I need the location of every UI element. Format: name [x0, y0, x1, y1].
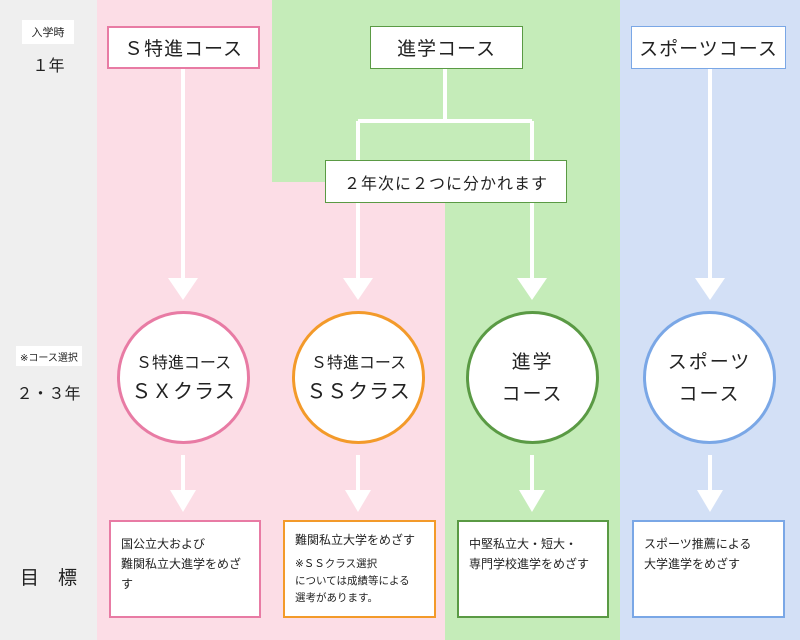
year1-label: １年 [32, 56, 65, 75]
course-select-label: ※コース選択 [20, 352, 78, 364]
label-column-bg [0, 0, 97, 640]
ss-goal-note: ※ＳＳクラス選択 については成績等による 選考があります。 [295, 556, 424, 607]
arrowhead-5 [170, 490, 196, 512]
goal-label: 目 標 [19, 567, 77, 589]
shingaku-course-title: 進学コース [396, 38, 497, 60]
entry-label: 入学時 [31, 26, 65, 39]
arrowhead-4 [695, 278, 725, 300]
ss-circle-line2: ＳＳクラス [306, 378, 411, 403]
arrowhead-1 [168, 278, 198, 300]
s-tokushin-course-box: Ｓ特進コース [107, 26, 260, 69]
sports-circle-line1: スポーツ [667, 350, 752, 373]
entry-label-box: 入学時 [22, 20, 74, 44]
arrowhead-8 [697, 490, 723, 512]
ss-goal-note-line1: ※ＳＳクラス選択 [295, 558, 378, 570]
split-note-box: ２年次に２つに分かれます [325, 160, 567, 203]
ss-goal-box: 難関私立大学をめざす ※ＳＳクラス選択 については成績等による 選考があります。 [283, 520, 436, 618]
arrowhead-7 [519, 490, 545, 512]
sx-class-circle: Ｓ特進コース ＳＸクラス [117, 311, 250, 444]
ss-goal-line1: 難関私立大学をめざす [295, 533, 416, 547]
split-note-text: ２年次に２つに分かれます [343, 173, 548, 193]
sx-goal-line2: 難関私立大進学をめざす [121, 557, 242, 591]
sports-goal-box: スポーツ推薦による 大学進学をめざす [632, 520, 785, 618]
shingaku-goal-line2: 専門学校進学をめざす [469, 557, 590, 571]
arrowhead-6 [345, 490, 371, 512]
sx-goal-box: 国公立大および 難関私立大進学をめざす [109, 520, 261, 618]
sports-course-title: スポーツコース [639, 38, 778, 60]
shingaku-goal-box: 中堅私立大・短大・ 専門学校進学をめざす [457, 520, 609, 618]
shingaku-circle-line1: 進学 [511, 350, 554, 373]
sx-goal-line1: 国公立大および [121, 537, 206, 551]
sports-course-circle: スポーツ コース [643, 311, 776, 444]
ss-circle-line1: Ｓ特進コース [310, 352, 407, 372]
year23-label: ２・３年 [16, 384, 81, 403]
sx-circle-line2: ＳＸクラス [131, 378, 236, 403]
sports-goal-line1: スポーツ推薦による [644, 537, 752, 551]
ss-goal-note-line2: については成績等による [295, 575, 410, 587]
shingaku-goal-line1: 中堅私立大・短大・ [469, 537, 578, 551]
shingaku-course-circle: 進学 コース [466, 311, 599, 444]
sports-goal-line2: 大学進学をめざす [644, 557, 741, 571]
ss-goal-note-line3: 選考があります。 [295, 592, 378, 604]
shingaku-circle-line2: コース [501, 382, 564, 405]
ss-class-circle: Ｓ特進コース ＳＳクラス [292, 311, 425, 444]
sports-course-box: スポーツコース [631, 26, 786, 69]
sports-circle-line2: コース [678, 382, 741, 405]
s-tokushin-course-title: Ｓ特進コース [123, 38, 244, 60]
arrowhead-3 [517, 278, 547, 300]
arrowhead-2 [343, 278, 373, 300]
sx-circle-line1: Ｓ特進コース [135, 352, 232, 372]
shingaku-course-box: 進学コース [370, 26, 523, 69]
course-select-label-box: ※コース選択 [16, 346, 82, 366]
